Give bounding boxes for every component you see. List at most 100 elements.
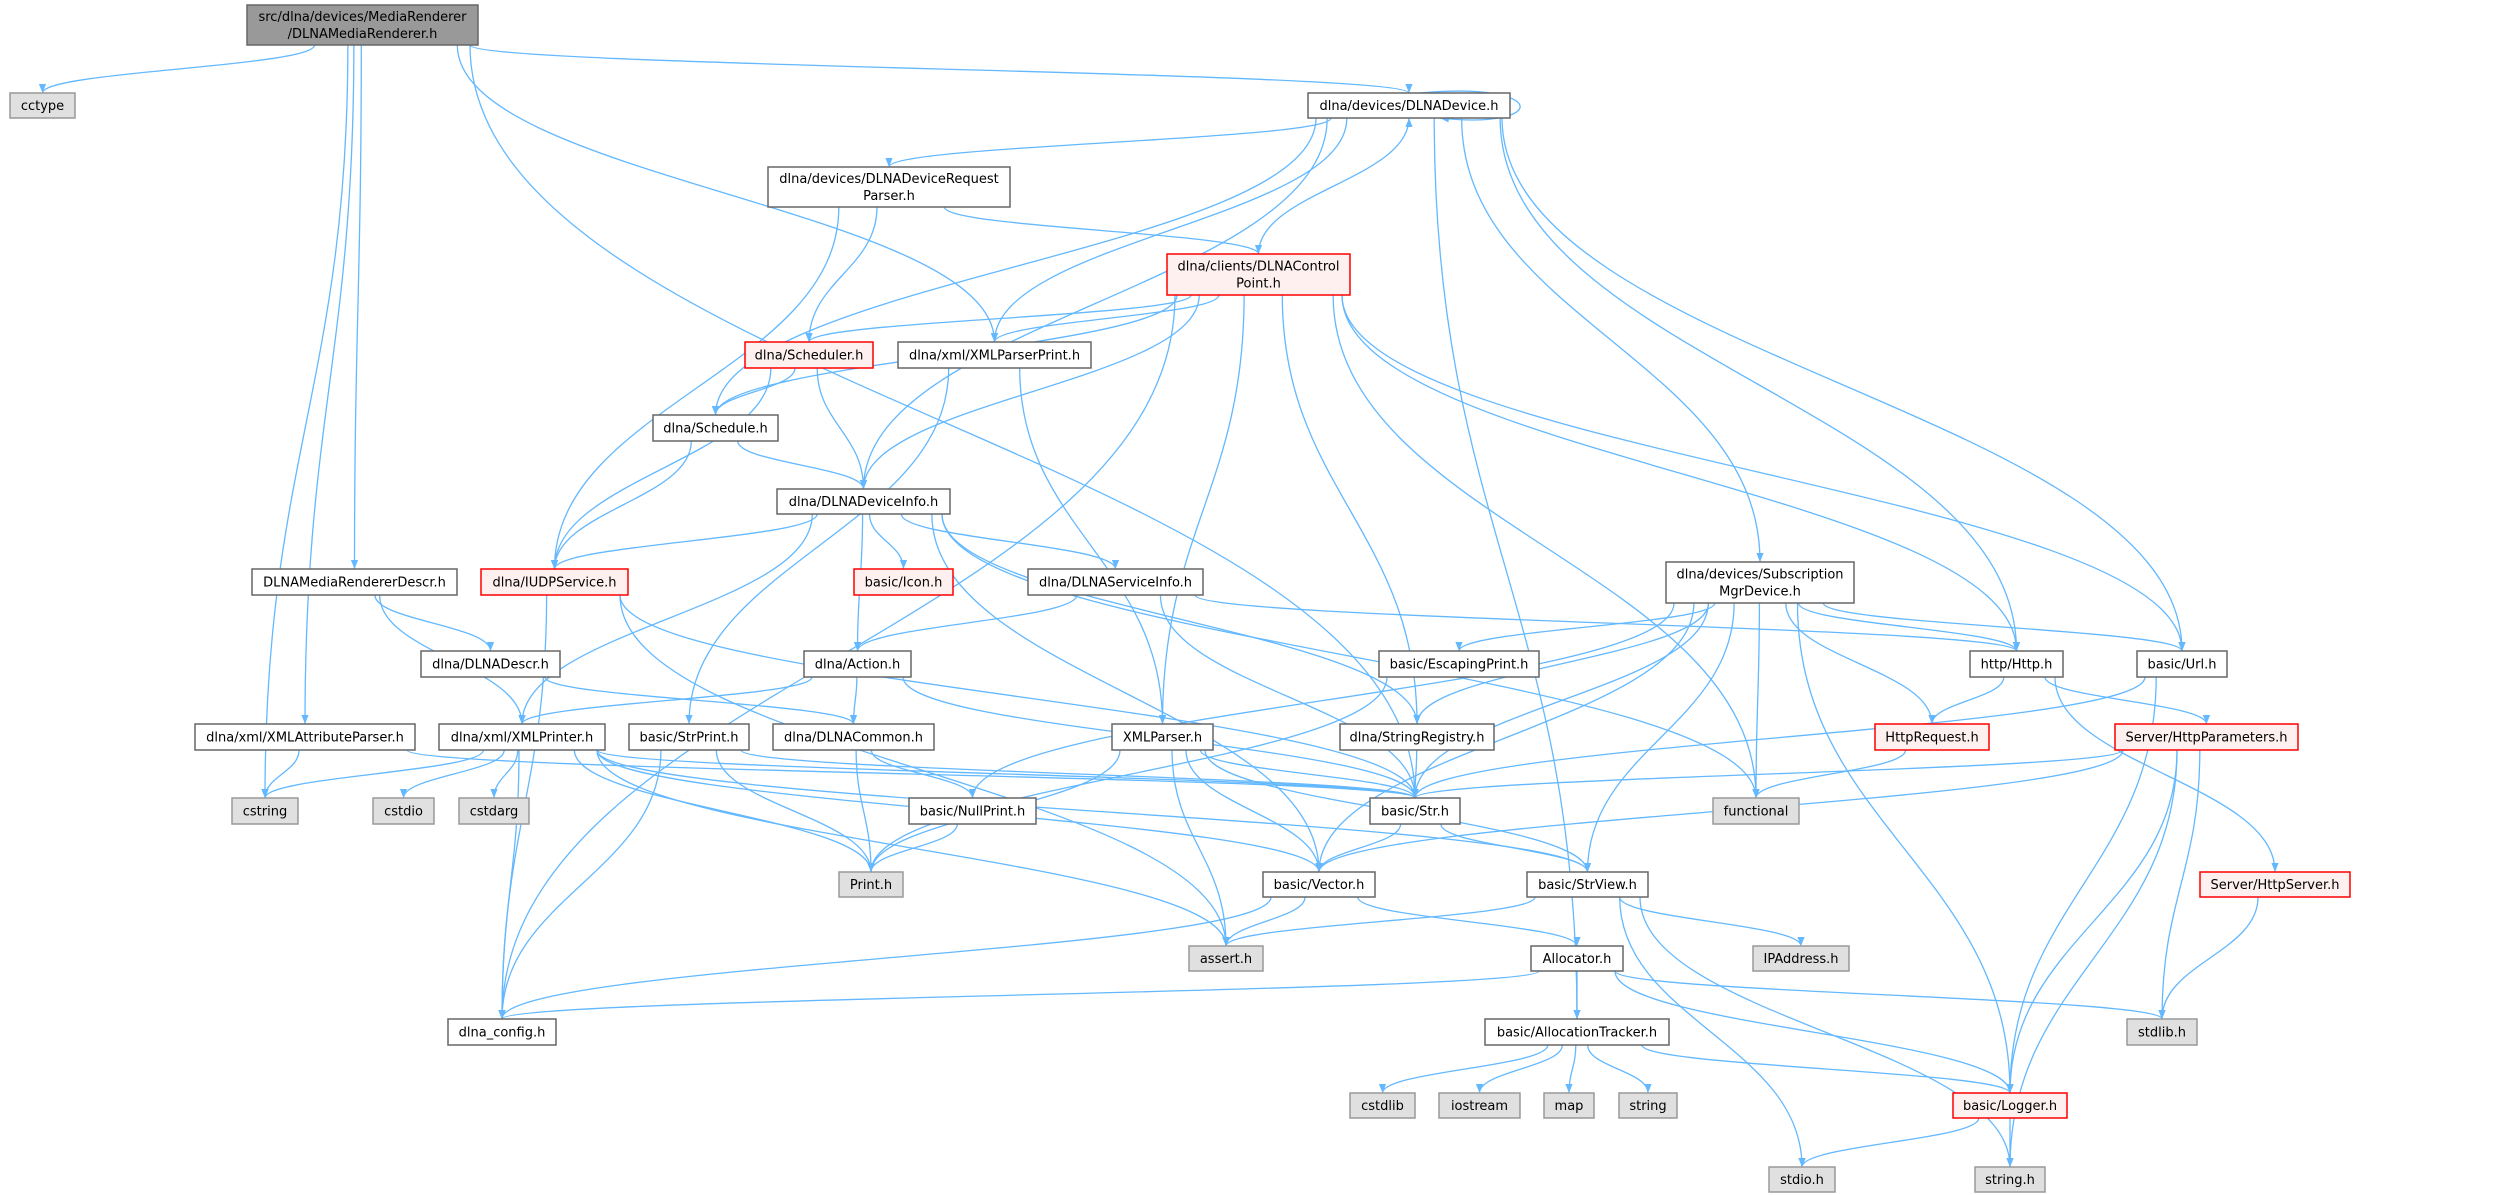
edge-http-to-httpparams (2044, 676, 2211, 725)
node-label: Parser.h (863, 189, 915, 204)
edge-xmlparserprint-to-strprint (685, 367, 950, 725)
edge-deviceinfo-to-serviceinfo (900, 513, 1120, 570)
node-httpserver[interactable]: Server/HttpServer.h (2199, 871, 2351, 898)
node-xmlprinter[interactable]: dlna/xml/XMLPrinter.h (438, 723, 606, 751)
node-iudp[interactable]: dlna/IUDPService.h (480, 568, 629, 596)
node-cstdarg[interactable]: cstdarg (458, 797, 530, 825)
edge-schedule-to-iudp (550, 440, 692, 570)
node-label: cstdio (384, 805, 423, 820)
node-print[interactable]: Print.h (838, 871, 904, 898)
edge-iudp-to-assert (619, 594, 1230, 947)
edge-submgr-to-functional (1752, 602, 1761, 799)
node-nullprint[interactable]: basic/NullPrint.h (908, 797, 1037, 825)
node-box (1752, 945, 1850, 972)
node-alloctracker[interactable]: basic/AllocationTracker.h (1484, 1018, 1670, 1046)
node-label: Server/HttpParameters.h (2125, 731, 2287, 746)
edges-layer (39, 44, 2279, 1168)
edge-controlpoint-to-deviceinfo (859, 294, 1200, 490)
node-xmlparser[interactable]: XMLParser.h (1111, 723, 1214, 751)
node-ipaddress[interactable]: IPAddress.h (1752, 945, 1850, 972)
node-escprint[interactable]: basic/EscapingPrint.h (1378, 650, 1540, 678)
edge-strview-to-ipaddress (1618, 896, 1805, 947)
node-label: cstdlib (1361, 1099, 1404, 1114)
node-url[interactable]: basic/Url.h (2136, 650, 2228, 678)
edge-dlnadescr-to-common (544, 676, 857, 725)
edge-scheduler-to-iudp (550, 367, 772, 570)
node-deviceinfo[interactable]: dlna/DLNADeviceInfo.h (776, 488, 951, 515)
edge-http-to-httpserver (2054, 676, 2279, 873)
node-string[interactable]: string (1618, 1092, 1678, 1119)
node-xmlattr[interactable]: dlna/xml/XMLAttributeParser.h (194, 723, 416, 751)
edge-http-to-httpreq (1928, 676, 2005, 725)
node-label: cstdarg (470, 805, 519, 820)
node-functional[interactable]: functional (1712, 797, 1800, 825)
node-common[interactable]: dlna/DLNACommon.h (772, 723, 935, 751)
node-label: dlna/DLNACommon.h (784, 731, 923, 746)
node-icon[interactable]: basic/Icon.h (853, 568, 954, 596)
node-logger[interactable]: basic/Logger.h (1952, 1092, 2068, 1119)
node-scheduler[interactable]: dlna/Scheduler.h (744, 341, 874, 369)
node-label: DLNAMediaRendererDescr.h (263, 576, 446, 591)
edge-alloctracker-to-cstdlib (1378, 1044, 1549, 1094)
node-label: dlna/clients/DLNAControl (1178, 260, 1340, 275)
node-schedule[interactable]: dlna/Schedule.h (652, 414, 779, 442)
node-xmlparserprint[interactable]: dlna/xml/XMLParserPrint.h (897, 341, 1092, 369)
node-httpparams[interactable]: Server/HttpParameters.h (2114, 723, 2299, 751)
edge-deviceinfo-to-xmlprinter (518, 513, 813, 725)
node-device[interactable]: dlna/devices/DLNADevice.h (1307, 92, 1511, 119)
edge-reqparser-to-iudp (550, 206, 840, 570)
node-label: MgrDevice.h (1719, 585, 1801, 600)
node-box (1543, 1092, 1595, 1119)
node-box (803, 650, 912, 678)
edge-controlpoint-to-xmlparserprint (990, 294, 1220, 343)
node-stdio[interactable]: stdio.h (1768, 1166, 1836, 1193)
edge-device-to-url (1501, 117, 2186, 652)
node-cstdlib[interactable]: cstdlib (1349, 1092, 1416, 1119)
node-strreg[interactable]: dlna/StringRegistry.h (1339, 723, 1495, 751)
node-cctype[interactable]: cctype (9, 92, 76, 119)
edge-strprint-to-config (498, 749, 662, 1020)
node-allocator[interactable]: Allocator.h (1530, 945, 1624, 972)
node-strprint[interactable]: basic/StrPrint.h (628, 723, 750, 751)
node-root[interactable]: src/dlna/devices/MediaRenderer/DLNAMedia… (246, 4, 479, 46)
node-serviceinfo[interactable]: dlna/DLNAServiceInfo.h (1027, 568, 1204, 596)
edge-serviceinfo-to-str (1159, 594, 1419, 799)
node-box (1378, 650, 1540, 678)
node-action[interactable]: dlna/Action.h (803, 650, 912, 678)
edge-strview-to-stringh (1639, 896, 2014, 1168)
node-cstdio[interactable]: cstdio (372, 797, 435, 825)
node-config[interactable]: dlna_config.h (447, 1018, 557, 1046)
node-label: basic/AllocationTracker.h (1497, 1026, 1657, 1041)
edge-httpserver-to-stdlib (2158, 896, 2259, 1020)
node-assert[interactable]: assert.h (1188, 945, 1264, 972)
edge-xmlparser-to-vector (1185, 749, 1323, 873)
node-httpreq[interactable]: HttpRequest.h (1874, 723, 1990, 751)
node-stdlib[interactable]: stdlib.h (2126, 1018, 2198, 1046)
node-http[interactable]: http/Http.h (1969, 650, 2064, 678)
node-vector[interactable]: basic/Vector.h (1262, 871, 1376, 898)
node-box (1530, 945, 1624, 972)
node-iostream[interactable]: iostream (1438, 1092, 1521, 1119)
edge-controlpoint-to-xmlparser (1158, 294, 1245, 725)
node-strview[interactable]: basic/StrView.h (1526, 871, 1649, 898)
node-stringh[interactable]: string.h (1974, 1166, 2046, 1193)
node-box (458, 797, 530, 825)
edge-xmlprinter-to-cstdio (399, 749, 505, 799)
edge-xmlprinter-to-config (498, 749, 520, 1020)
edge-device-to-submgr (1461, 117, 1764, 563)
node-str[interactable]: basic/Str.h (1369, 797, 1461, 825)
edge-device-to-deviceinfo (859, 117, 1328, 490)
node-cstring[interactable]: cstring (231, 797, 299, 825)
node-label: dlna/devices/DLNADeviceRequest (779, 172, 998, 187)
node-label: dlna/StringRegistry.h (1350, 731, 1485, 746)
edge-submgr-to-vector (1315, 602, 1695, 873)
node-rendererdescr[interactable]: DLNAMediaRendererDescr.h (251, 568, 458, 596)
node-label: IPAddress.h (1764, 952, 1839, 967)
node-label: HttpRequest.h (1885, 731, 1978, 746)
edge-root-to-device (469, 44, 1413, 94)
node-dlnadescr[interactable]: dlna/DLNADescr.h (420, 650, 561, 678)
node-map[interactable]: map (1543, 1092, 1595, 1119)
